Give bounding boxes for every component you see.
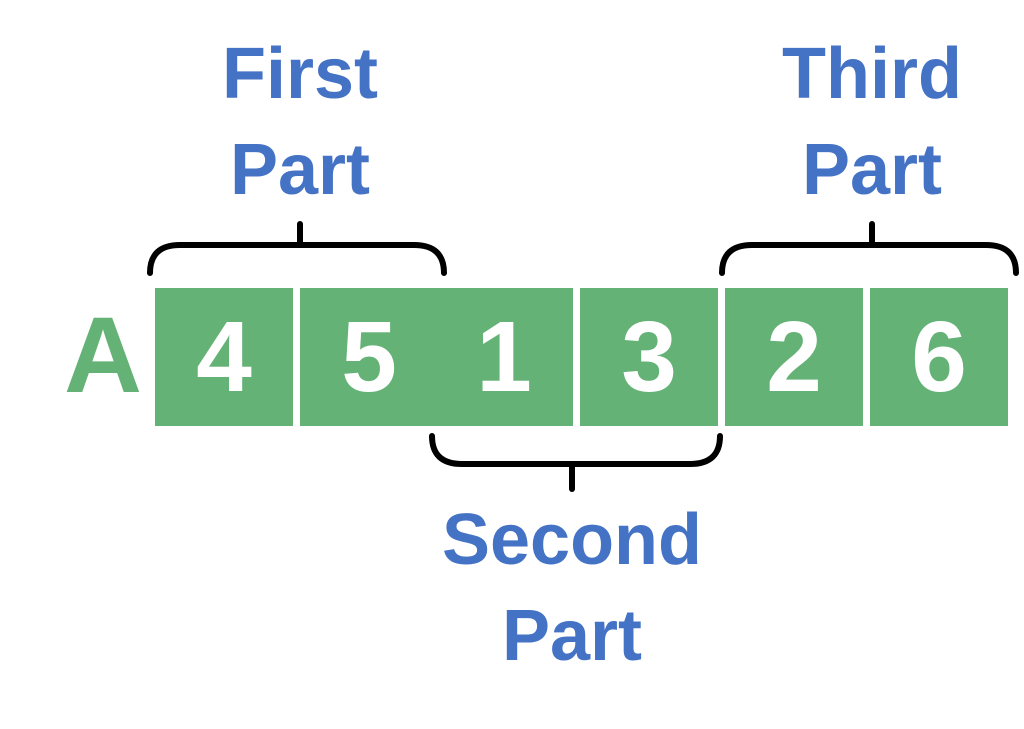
first-part-brace [147, 242, 447, 276]
array-cell: 2 [725, 288, 863, 426]
third-part-label: Third Part [767, 26, 977, 218]
array-name: A [64, 294, 142, 415]
third-part-brace [719, 242, 1019, 276]
second-part-brace [429, 433, 723, 467]
array-cell: 5 [300, 288, 438, 426]
third-part-label-line1: Third [782, 34, 962, 114]
array-cell: 6 [870, 288, 1008, 426]
array-cell: 3 [580, 288, 718, 426]
first-part-label-line2: Part [229, 130, 371, 210]
first-part-label: First Part [200, 26, 400, 218]
array-cell: 4 [155, 288, 293, 426]
second-part-label: Second Part [437, 492, 707, 684]
third-part-label-line2: Part [801, 130, 943, 210]
array-cell: 1 [435, 288, 573, 426]
first-part-label-line1: First [221, 34, 379, 114]
second-part-label-line2: Part [501, 596, 643, 676]
second-part-label-line1: Second [441, 500, 703, 580]
